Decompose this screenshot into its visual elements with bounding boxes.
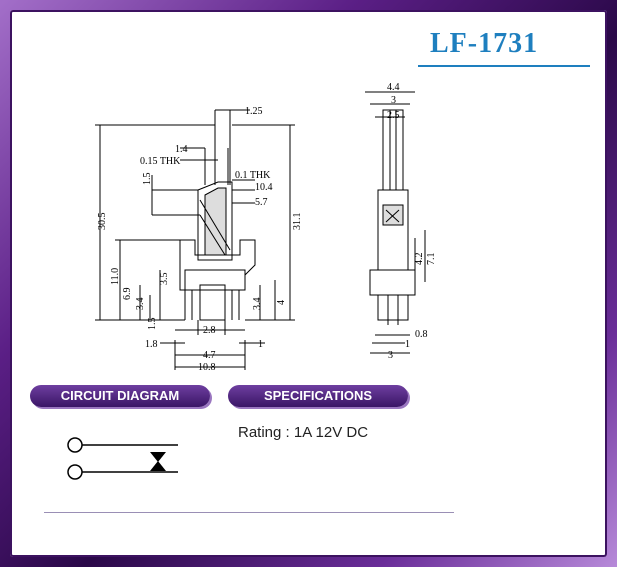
dim-31.1: 31.1	[292, 213, 303, 231]
dim-3-top: 3	[391, 95, 396, 106]
circuit-symbol	[67, 437, 178, 480]
dim-1-side: 1	[405, 339, 410, 350]
dim-1.25: 1.25	[245, 106, 263, 117]
dim-11.0: 11.0	[110, 268, 121, 285]
dim-4.7: 4.7	[203, 350, 216, 361]
dim-6.9: 6.9	[122, 288, 133, 301]
dim-30.5: 30.5	[97, 213, 108, 231]
dim-3.4-left: 3.4	[135, 298, 146, 311]
title-underline	[418, 65, 590, 67]
dim-1.5-top: 1.5	[142, 173, 153, 186]
circuit-diagram-label: CIRCUIT DIAGRAM	[30, 385, 210, 407]
dim-7.1: 7.1	[426, 253, 437, 266]
dim-3-bottom: 3	[388, 350, 393, 361]
dim-4.2: 4.2	[414, 253, 425, 266]
dim-10.4: 10.4	[255, 182, 273, 193]
dim-5.7: 5.7	[255, 197, 268, 208]
specifications-label: SPECIFICATIONS	[228, 385, 408, 407]
dim-4.4: 4.4	[387, 82, 400, 93]
dim-10.8: 10.8	[198, 362, 216, 373]
dim-0.1-thk: 0.1 THK	[235, 170, 271, 181]
dim-1.4: 1.4	[175, 144, 188, 155]
dim-3.5: 3.5	[159, 273, 170, 286]
side-view	[365, 91, 426, 354]
dim-1.5-bottom: 1.5	[147, 318, 158, 331]
front-view	[95, 109, 295, 370]
dim-0.8: 0.8	[415, 329, 428, 340]
dim-0.15-thk: 0.15 THK	[140, 156, 181, 167]
dim-2.5: 2.5	[387, 110, 400, 121]
bottom-divider	[44, 512, 454, 513]
rating-text: Rating : 1A 12V DC	[238, 424, 369, 441]
dim-1.8: 1.8	[145, 339, 158, 350]
dim-1-front: 1	[258, 339, 263, 350]
content-panel	[10, 10, 607, 557]
dim-4: 4	[276, 300, 287, 305]
model-title: LF-1731	[430, 28, 539, 59]
dim-3.4-right: 3.4	[252, 298, 263, 311]
dim-2.8: 2.8	[203, 325, 216, 336]
